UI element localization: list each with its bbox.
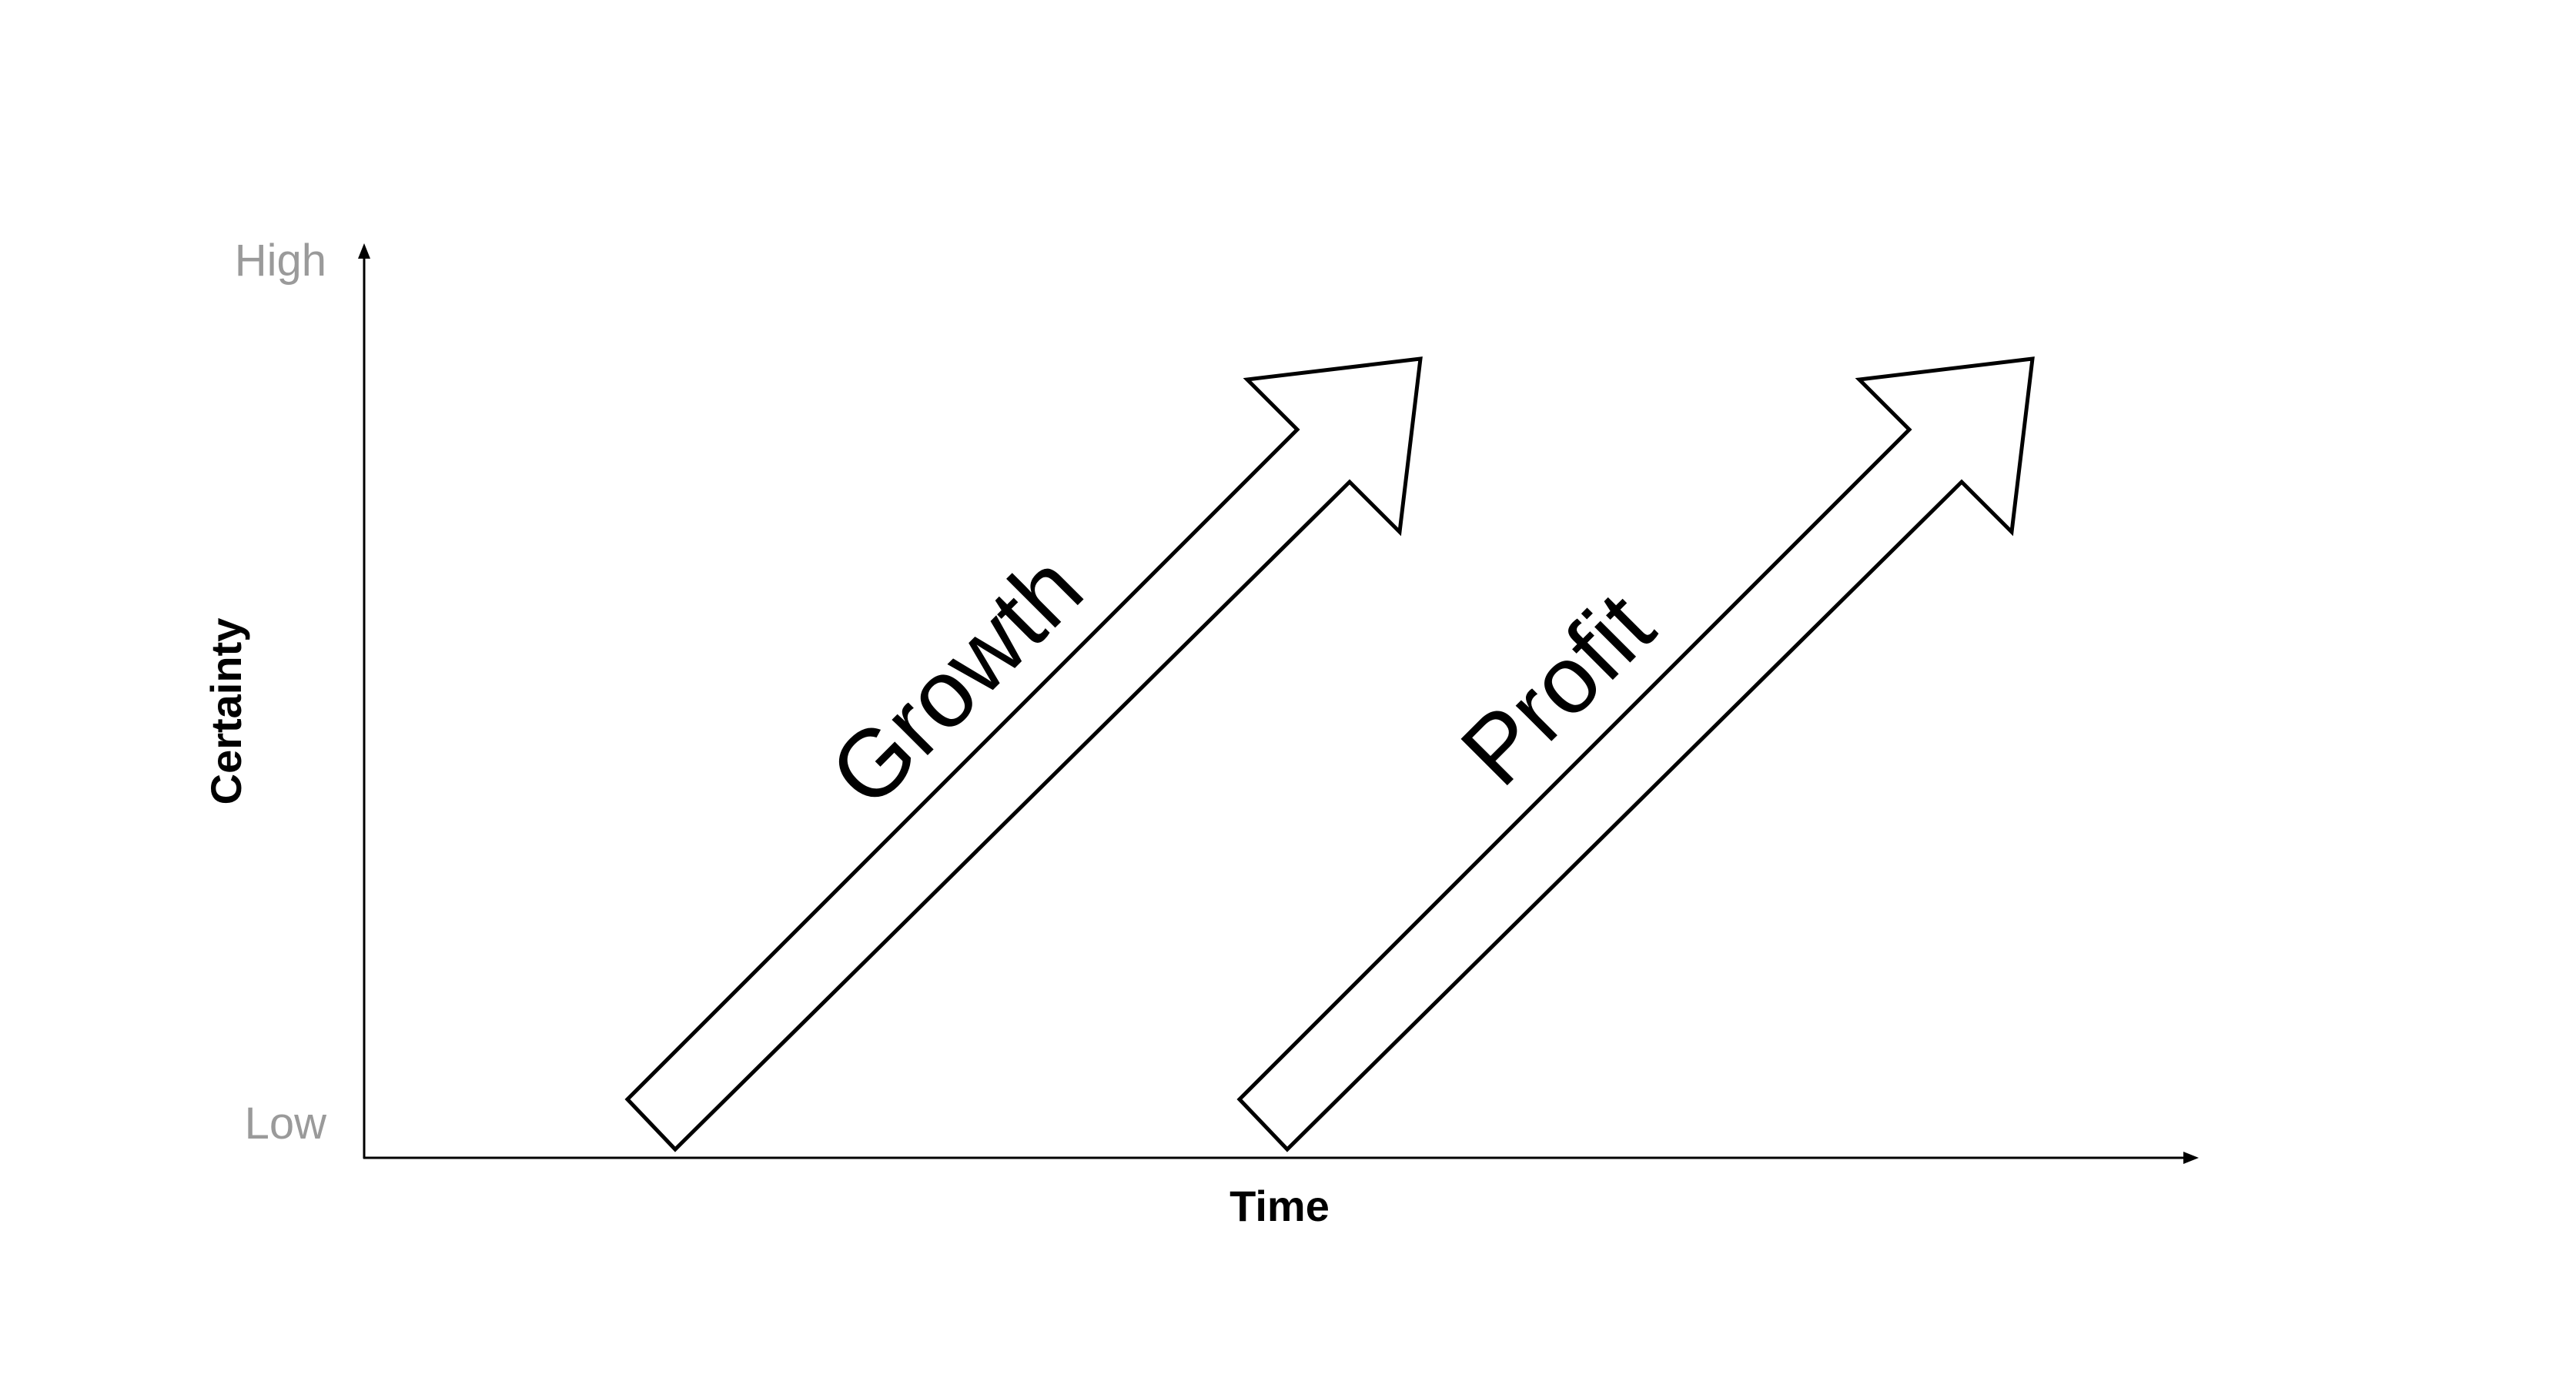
y-low-label: Low — [245, 1099, 328, 1149]
x-axis-arrowhead — [2183, 1152, 2199, 1164]
y-axis-title: Certainty — [202, 618, 250, 805]
growth-arrow-shape — [624, 356, 1423, 1152]
x-axis — [363, 1152, 2199, 1164]
y-axis — [358, 243, 370, 1159]
y-high-label: High — [235, 236, 326, 286]
x-axis-title: Time — [1229, 1182, 1330, 1230]
y-axis-arrowhead — [358, 243, 370, 259]
growth-arrow: Growth — [624, 356, 1423, 1152]
profit-arrow-shape — [1236, 356, 2035, 1152]
